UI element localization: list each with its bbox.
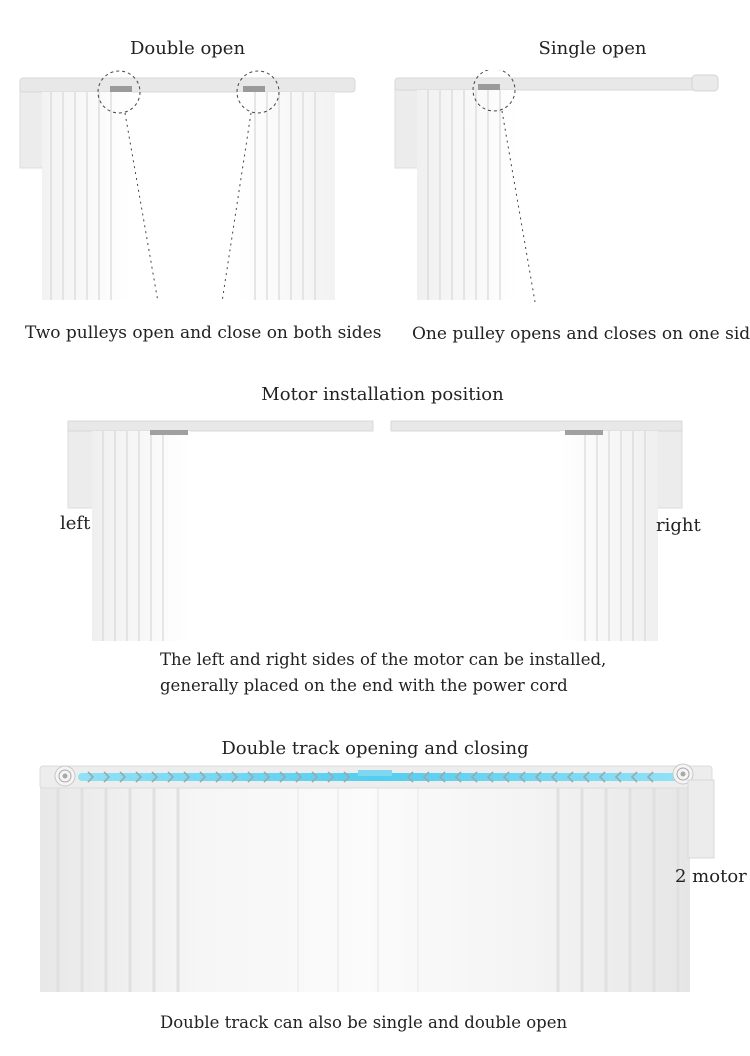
right-label: right xyxy=(656,515,701,536)
single-open-caption: One pulley opens and closes on one side xyxy=(412,324,750,344)
double-track-caption: Double track can also be single and doub… xyxy=(160,1013,568,1032)
motor-position-illustration xyxy=(65,418,685,643)
single-open-title: Single open xyxy=(538,38,647,59)
left-label: left xyxy=(60,513,91,534)
motor-position-title: Motor installation position xyxy=(261,384,504,405)
double-open-caption: Two pulleys open and close on both sides xyxy=(25,323,382,343)
double-open-title: Double open xyxy=(129,38,246,59)
motor-caption-line1: The left and right sides of the motor ca… xyxy=(160,650,607,669)
motor-count-label: 2 motor xyxy=(675,866,747,887)
motor-caption-line2: generally placed on the end with the pow… xyxy=(160,676,568,695)
double-track-illustration xyxy=(38,762,718,994)
single-open-illustration xyxy=(390,70,735,302)
double-track-title: Double track opening and closing xyxy=(221,738,529,759)
double-open-illustration xyxy=(15,70,360,302)
